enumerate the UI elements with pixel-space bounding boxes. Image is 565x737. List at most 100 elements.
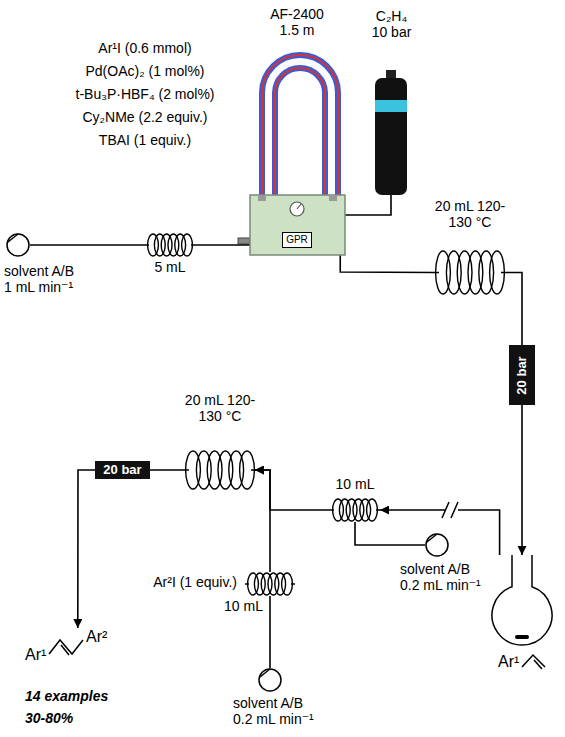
gas-cylinder-outline: [375, 70, 407, 195]
coil-winding: [268, 573, 279, 595]
back-pressure-regulator: 20 bar: [509, 345, 535, 405]
component-label: solvent A/B 1 mL min⁻¹: [4, 263, 82, 295]
tubing-line: [78, 470, 95, 628]
coil-winding: [275, 573, 286, 595]
reagent-label: t-Bu₃P·HBF₄ (2 mol%): [40, 86, 250, 102]
coil-reactor-outline: [185, 450, 255, 490]
back-pressure-regulator: 20 bar: [95, 461, 150, 479]
sample-loop: 10 mL: [330, 498, 380, 522]
box-label: 20 bar: [103, 463, 141, 478]
collection-flask-outline: [490, 555, 554, 647]
reagent-label: Cy₂NMe (2.2 equiv.): [40, 109, 250, 125]
fitting: [329, 195, 337, 201]
coil-winding: [261, 573, 272, 595]
component-label: 10 mL: [224, 598, 263, 614]
sample-loop-outline: [245, 572, 295, 596]
product-structure: Ar¹ Ar²: [25, 628, 145, 678]
tubing-line: [255, 470, 270, 572]
sample-loop-outline: [145, 233, 195, 257]
tubing-line: [255, 470, 330, 510]
collection-flask: Ar¹: [490, 555, 554, 647]
coil-winding: [360, 499, 371, 521]
coil-winding: [161, 234, 172, 256]
tubing-line: [30, 244, 145, 246]
tubing-line: [505, 273, 522, 346]
sample-loop: Ar²I (1 equiv.)10 mL: [245, 572, 295, 596]
coil-reactor-outline: [435, 250, 505, 295]
coil-winding: [182, 234, 193, 256]
coil-winding: [254, 573, 265, 595]
tubing-line: [355, 522, 425, 545]
tubing-line: [521, 405, 523, 555]
component-label: solvent A/B 0.2 mL min⁻¹: [233, 695, 319, 727]
component-label: Ar²I (1 equiv.): [153, 574, 237, 590]
cylinder-valve: [386, 70, 396, 79]
coil-reactor: 20 mL 120-130 °C: [435, 250, 505, 295]
component-label: 5 mL: [145, 259, 195, 275]
pump-outline: [6, 233, 30, 257]
flask-outline: [492, 555, 552, 645]
cylinder-body: [375, 78, 407, 195]
coil-winding: [333, 499, 344, 521]
bond: [522, 655, 545, 667]
component-label: Ar¹: [25, 646, 46, 664]
coil-winding: [148, 234, 159, 256]
pump-chord: [260, 669, 270, 677]
inner-tube: [275, 68, 325, 197]
component-label: 20 mL 120-130 °C: [180, 392, 260, 424]
tubing-line: [269, 596, 271, 668]
component-label: solvent A/B 0.2 mL min⁻¹: [400, 561, 486, 593]
pump-symbol: [259, 669, 281, 691]
coil-winding: [168, 234, 179, 256]
double-bond: [61, 645, 69, 655]
inner-tube: [262, 55, 338, 197]
pump-symbol: [426, 534, 448, 556]
box-label: GPR: [286, 234, 308, 246]
coil-reactor: 20 mL 120-130 °C: [185, 450, 255, 490]
coil-winding: [367, 499, 378, 521]
coil-winding: [282, 573, 293, 595]
coil-winding: [346, 499, 357, 521]
module-body: [250, 195, 345, 255]
component-label: 10 mL: [330, 476, 380, 492]
sample-loop: 5 mL: [145, 233, 195, 257]
double-bond: [534, 660, 542, 669]
tubing-line: [340, 255, 435, 273]
cylinder-band: [375, 100, 407, 112]
coil-winding: [240, 451, 255, 489]
pump-chord: [427, 534, 437, 542]
coil-winding: [248, 573, 259, 595]
outer-tube: [262, 55, 338, 197]
tube-in-tube-module: AF-2400 1.5 mGPR: [250, 195, 345, 255]
component-label: AF-2400 1.5 m: [267, 6, 327, 38]
reagent-label: Pd(OAc)₂ (1 mol%): [40, 63, 250, 79]
valve: [238, 238, 250, 244]
gas-pressure-regulator: GPR: [282, 232, 312, 248]
pump: solvent A/B 1 mL min⁻¹: [6, 233, 30, 257]
sample-loop-outline: [330, 498, 380, 522]
bond: [49, 640, 83, 654]
scope-note: 14 examples: [25, 688, 175, 704]
tubing-line: [150, 469, 185, 471]
coil-winding: [339, 499, 350, 521]
component-label: Ar¹: [498, 653, 519, 671]
valve-handle: [238, 238, 250, 244]
tubing-line: [380, 510, 500, 555]
pump-symbol: [7, 234, 29, 256]
component-label: C₂H₄ 10 bar: [369, 8, 414, 40]
gauge-needle: [297, 204, 301, 209]
coil-winding: [175, 234, 186, 256]
break-mark: [442, 502, 458, 518]
scope-note: 30-80%: [25, 710, 175, 726]
tube-in-tube-coil: [262, 55, 338, 197]
tubing-line: [195, 244, 250, 246]
pump: solvent A/B 0.2 mL min⁻¹: [258, 668, 282, 692]
pump: solvent A/B 0.2 mL min⁻¹: [425, 533, 449, 557]
tubing-line: [345, 195, 391, 215]
pump-chord: [8, 234, 18, 242]
coil-winding: [353, 499, 364, 521]
stir-bar: [515, 635, 529, 639]
box-label: 20 bar: [515, 356, 530, 394]
component-label: Ar²: [86, 628, 107, 646]
outer-tube: [275, 68, 325, 197]
